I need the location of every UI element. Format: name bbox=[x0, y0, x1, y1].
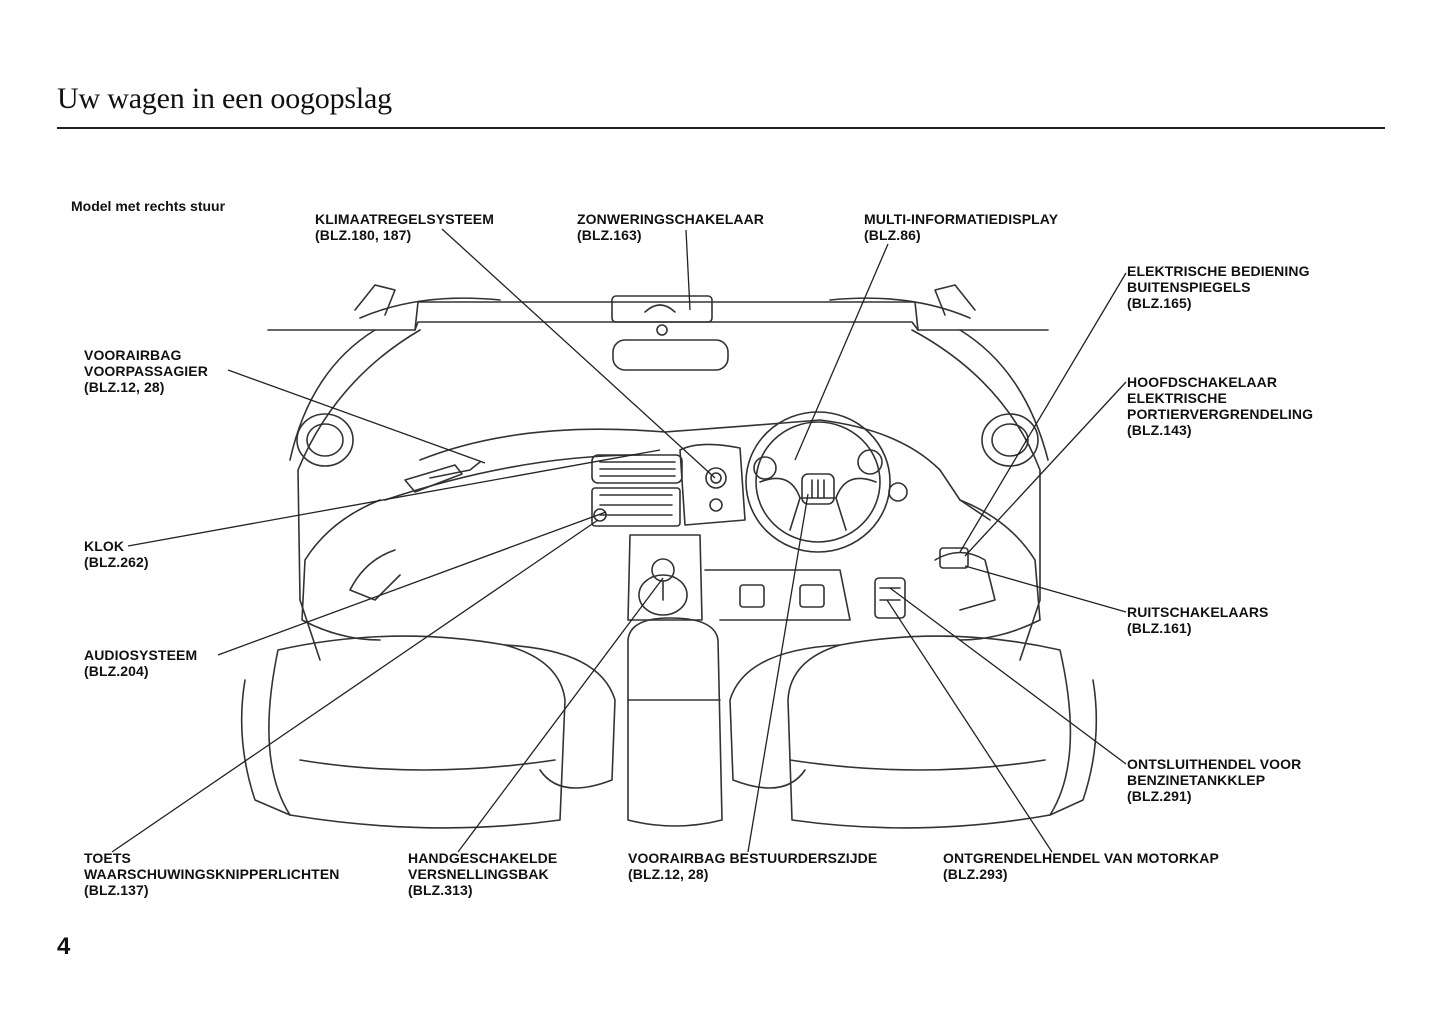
label-page-ref: (BLZ.204) bbox=[84, 663, 149, 679]
label-line: ONTSLUITHENDEL VOOR bbox=[1127, 756, 1302, 772]
car-outline bbox=[240, 284, 1098, 829]
label-voorairbag-voorpassagier: VOORAIRBAG VOORPASSAGIER (BLZ.12, 28) bbox=[84, 347, 208, 395]
label-multi-informatiedisplay: MULTI-INFORMATIEDISPLAY (BLZ.86) bbox=[864, 211, 1058, 243]
label-motorkap: ONTGRENDELHENDEL VAN MOTORKAP (BLZ.293) bbox=[943, 850, 1219, 882]
label-line: ELEKTRISCHE bbox=[1127, 390, 1227, 406]
label-page-ref: (BLZ.163) bbox=[577, 227, 642, 243]
label-page-ref: (BLZ.137) bbox=[84, 882, 149, 898]
label-line: TOETS bbox=[84, 850, 131, 866]
title-rule bbox=[57, 127, 1385, 129]
model-caption: Model met rechts stuur bbox=[71, 198, 226, 214]
label-line: VERSNELLINGSBAK bbox=[408, 866, 549, 882]
label-name: KLIMAATREGELSYSTEEM bbox=[315, 211, 494, 227]
label-name: AUDIOSYSTEEM bbox=[84, 647, 198, 663]
label-page-ref: (BLZ.12, 28) bbox=[628, 866, 709, 882]
label-line: BENZINETANKKLEP bbox=[1127, 772, 1266, 788]
label-line: HANDGESCHAKELDE bbox=[408, 850, 558, 866]
label-waarschuwingsknipperlichten: TOETS WAARSCHUWINGSKNIPPERLICHTEN (BLZ.1… bbox=[84, 850, 339, 898]
label-page-ref: (BLZ.161) bbox=[1127, 620, 1192, 636]
label-line: VOORAIRBAG bbox=[84, 347, 182, 363]
label-page-ref: (BLZ.12, 28) bbox=[84, 379, 165, 395]
label-page-ref: (BLZ.86) bbox=[864, 227, 921, 243]
leader-lines bbox=[111, 228, 1127, 853]
label-name: KLOK bbox=[84, 538, 125, 554]
label-name: RUITSCHAKELAARS bbox=[1127, 604, 1269, 620]
label-line: WAARSCHUWINGSKNIPPERLICHTEN bbox=[84, 866, 340, 882]
label-voorairbag-bestuurderszijde: VOORAIRBAG BESTUURDERSZIJDE (BLZ.12, 28) bbox=[628, 850, 877, 882]
label-page-ref: (BLZ.291) bbox=[1127, 788, 1192, 804]
label-line: HOOFDSCHAKELAAR bbox=[1127, 374, 1278, 390]
label-line: PORTIERVERGRENDELING bbox=[1127, 406, 1314, 422]
label-page-ref: (BLZ.143) bbox=[1127, 422, 1192, 438]
label-portiervergrendeling: HOOFDSCHAKELAAR ELEKTRISCHE PORTIERVERGR… bbox=[1127, 374, 1313, 438]
page-number: 4 bbox=[57, 933, 71, 960]
label-name: ONTGRENDELHENDEL VAN MOTORKAP bbox=[943, 850, 1219, 866]
label-ruitschakelaars: RUITSCHAKELAARS (BLZ.161) bbox=[1127, 604, 1269, 636]
label-page-ref: (BLZ.180, 187) bbox=[315, 227, 412, 243]
page-title: Uw wagen in een oogopslag bbox=[57, 82, 392, 115]
label-page-ref: (BLZ.293) bbox=[943, 866, 1008, 882]
label-line: VOORPASSAGIER bbox=[84, 363, 208, 379]
label-name: VOORAIRBAG BESTUURDERSZIJDE bbox=[628, 850, 878, 866]
label-page-ref: (BLZ.262) bbox=[84, 554, 149, 570]
label-klok: KLOK (BLZ.262) bbox=[84, 538, 149, 570]
label-zonweringschakelaar: ZONWERINGSCHAKELAAR (BLZ.163) bbox=[577, 211, 764, 243]
label-audiosysteem: AUDIOSYSTEEM (BLZ.204) bbox=[84, 647, 197, 679]
label-name: ZONWERINGSCHAKELAAR bbox=[577, 211, 765, 227]
label-benzinetankklep: ONTSLUITHENDEL VOOR BENZINETANKKLEP (BLZ… bbox=[1127, 756, 1301, 804]
label-versnellingsbak: HANDGESCHAKELDE VERSNELLINGSBAK (BLZ.313… bbox=[408, 850, 557, 898]
label-page-ref: (BLZ.313) bbox=[408, 882, 473, 898]
label-line: BUITENSPIEGELS bbox=[1127, 279, 1251, 295]
label-line: ELEKTRISCHE BEDIENING bbox=[1127, 263, 1310, 279]
label-page-ref: (BLZ.165) bbox=[1127, 295, 1192, 311]
label-buitenspiegels: ELEKTRISCHE BEDIENING BUITENSPIEGELS (BL… bbox=[1127, 263, 1310, 311]
label-klimaatregelsysteem: KLIMAATREGELSYSTEEM (BLZ.180, 187) bbox=[315, 211, 494, 243]
label-name: MULTI-INFORMATIEDISPLAY bbox=[864, 211, 1059, 227]
